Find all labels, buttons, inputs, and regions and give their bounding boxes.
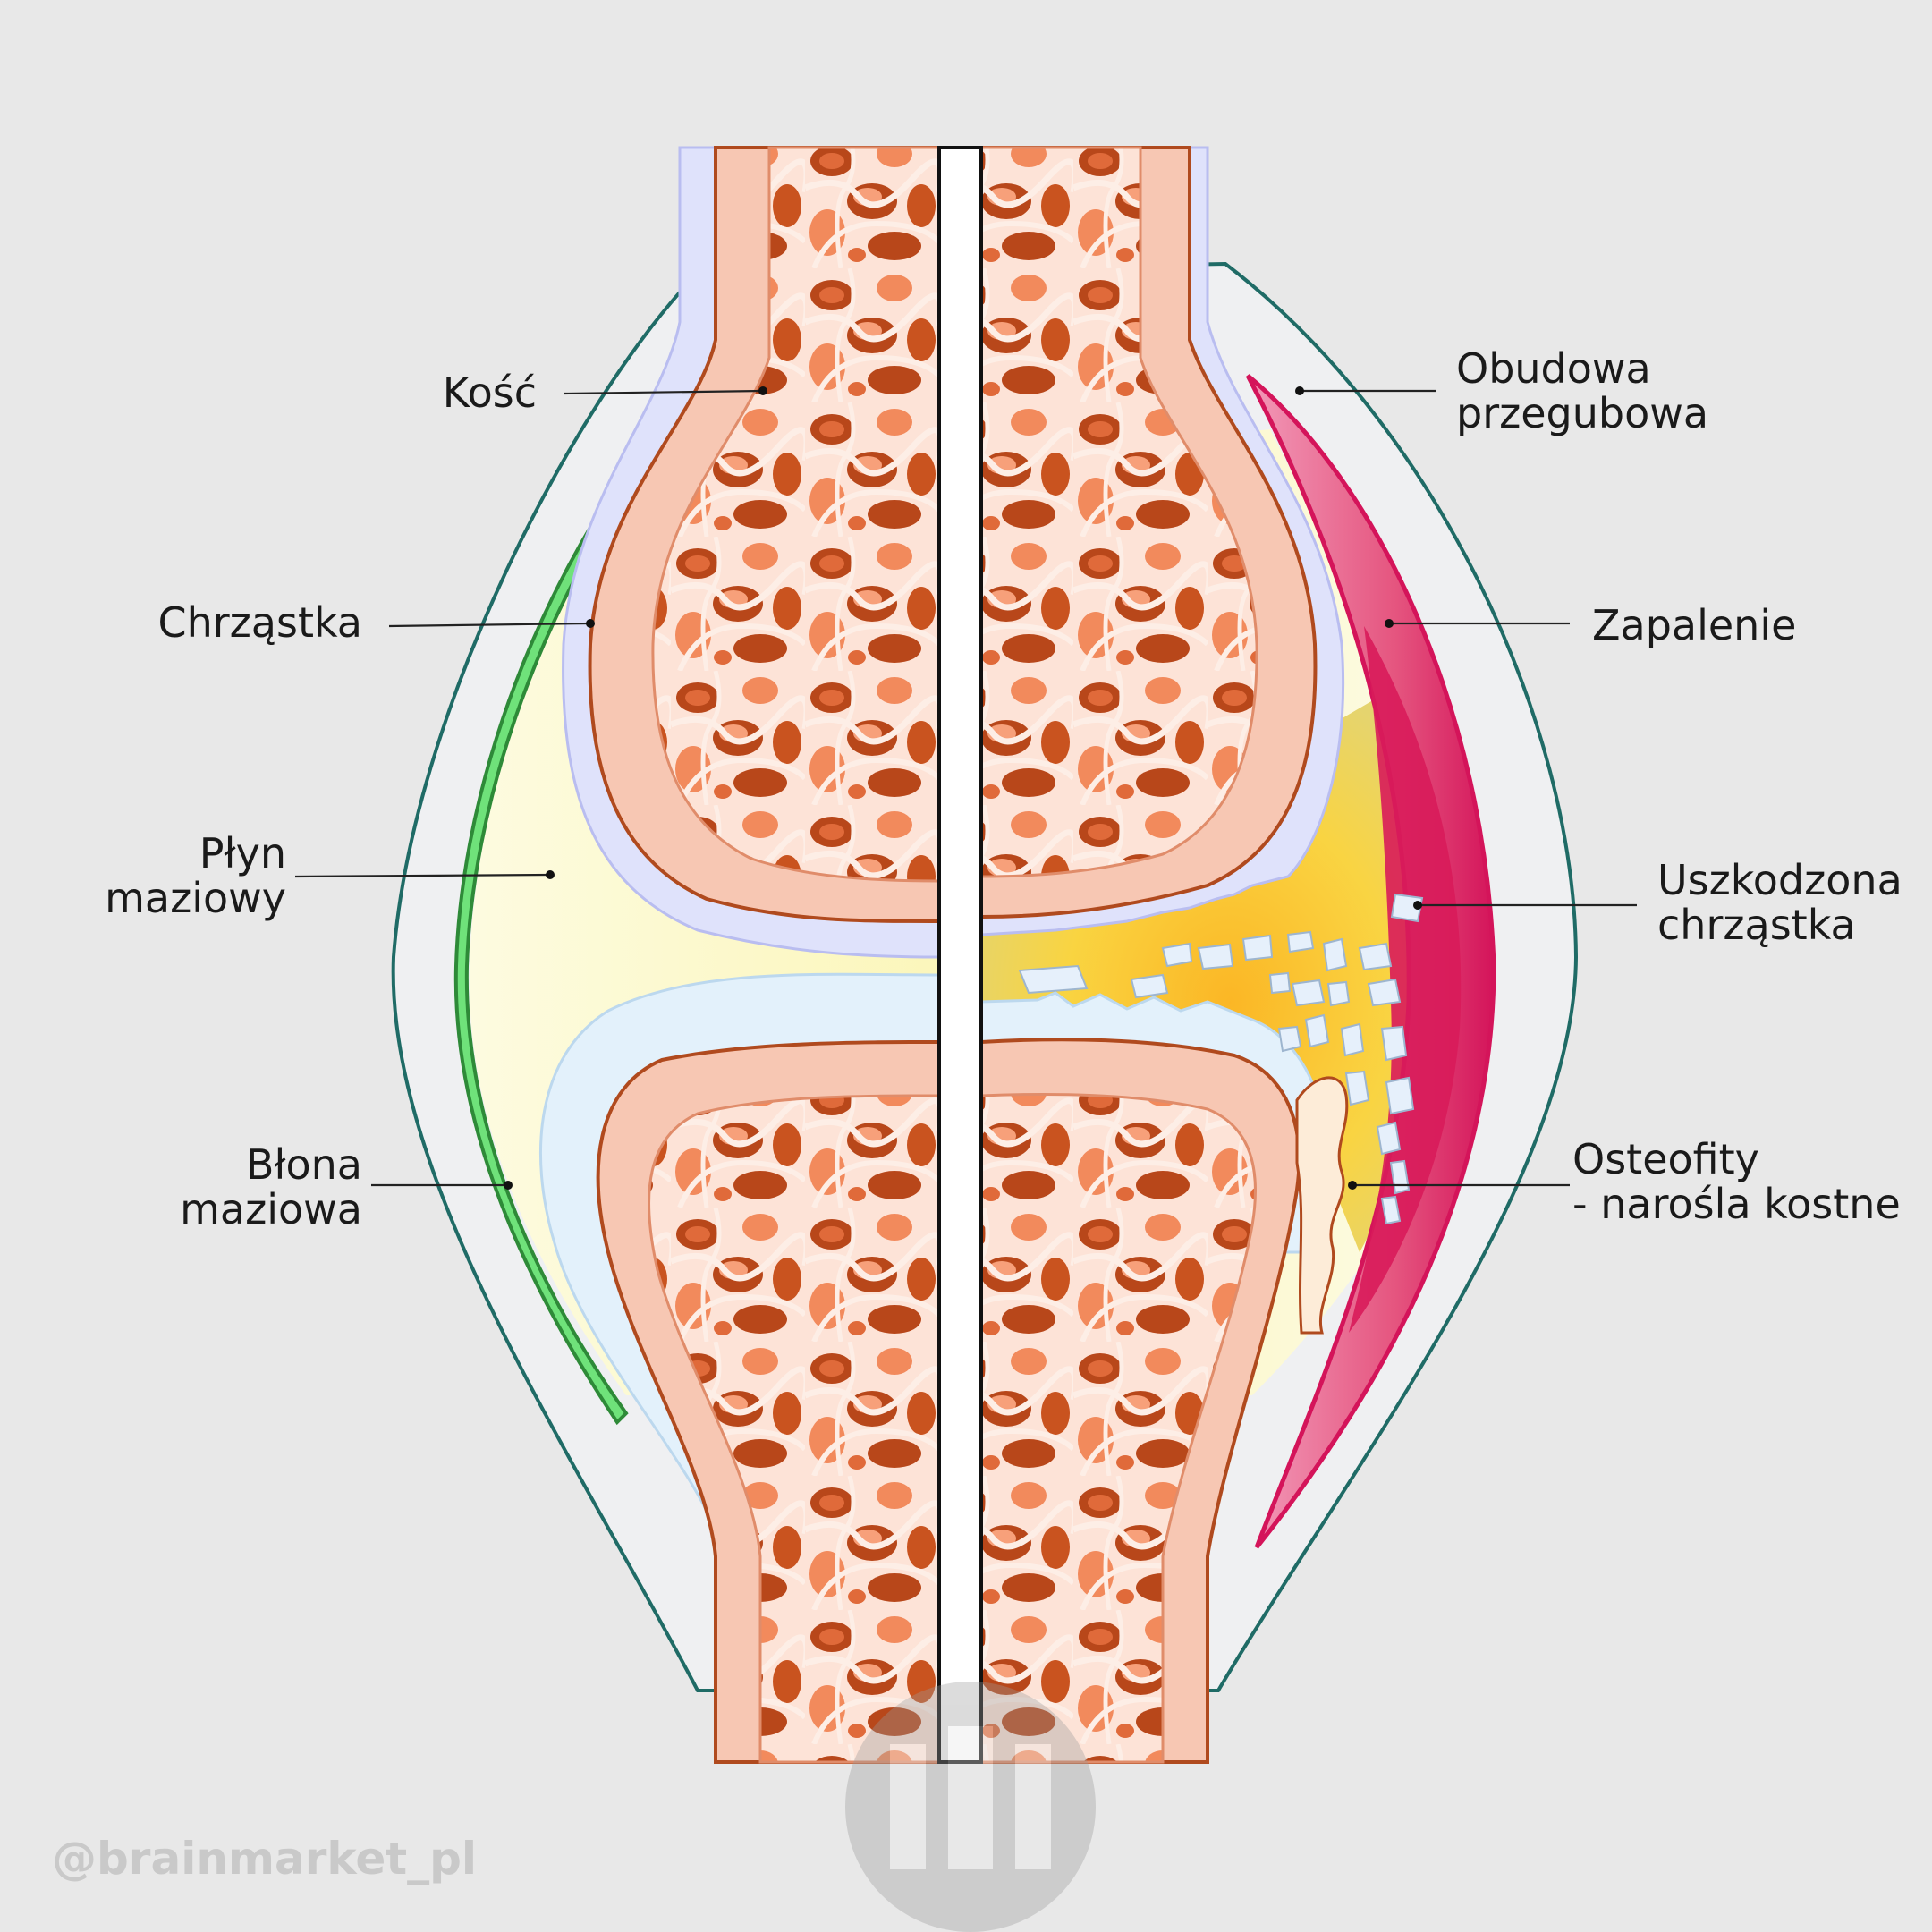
upper-marrow-right — [981, 146, 1258, 878]
label-capsule-1: Obudowa — [1456, 344, 1651, 393]
inflammation-inner — [1349, 626, 1462, 1333]
brain-logo-watermark — [845, 1682, 1096, 1932]
label-synovial-fluid-1: Płyn — [199, 829, 286, 877]
label-damaged-cartilage-1: Uszkodzona — [1657, 856, 1902, 904]
label-osteophytes-2: - narośla kostne — [1572, 1180, 1901, 1228]
label-capsule-2: przegubowa — [1456, 389, 1708, 437]
label-osteophytes-1: Osteofity — [1572, 1135, 1759, 1183]
cartilage-fragments — [1018, 893, 1424, 1225]
upper-marrow-left — [651, 146, 939, 883]
osteophyte — [1295, 1076, 1349, 1335]
label-damaged-cartilage-2: chrząstka — [1657, 901, 1856, 949]
center-divider — [937, 146, 983, 1764]
watermark-handle: @brainmarket_pl — [52, 1833, 477, 1885]
lower-marrow-right — [981, 1093, 1257, 1764]
label-inflammation: Zapalenie — [1592, 601, 1796, 649]
label-bone: Kość — [443, 369, 537, 417]
label-cartilage: Chrząstka — [157, 598, 362, 647]
lower-marrow-left — [648, 1094, 939, 1764]
label-synovial-fluid-2: maziowy — [105, 874, 286, 922]
synovial-membrane — [453, 485, 630, 1426]
label-synovial-membrane-2: maziowa — [180, 1185, 362, 1233]
label-synovial-membrane-1: Błona — [246, 1140, 362, 1189]
leaders — [294, 386, 1637, 1190]
